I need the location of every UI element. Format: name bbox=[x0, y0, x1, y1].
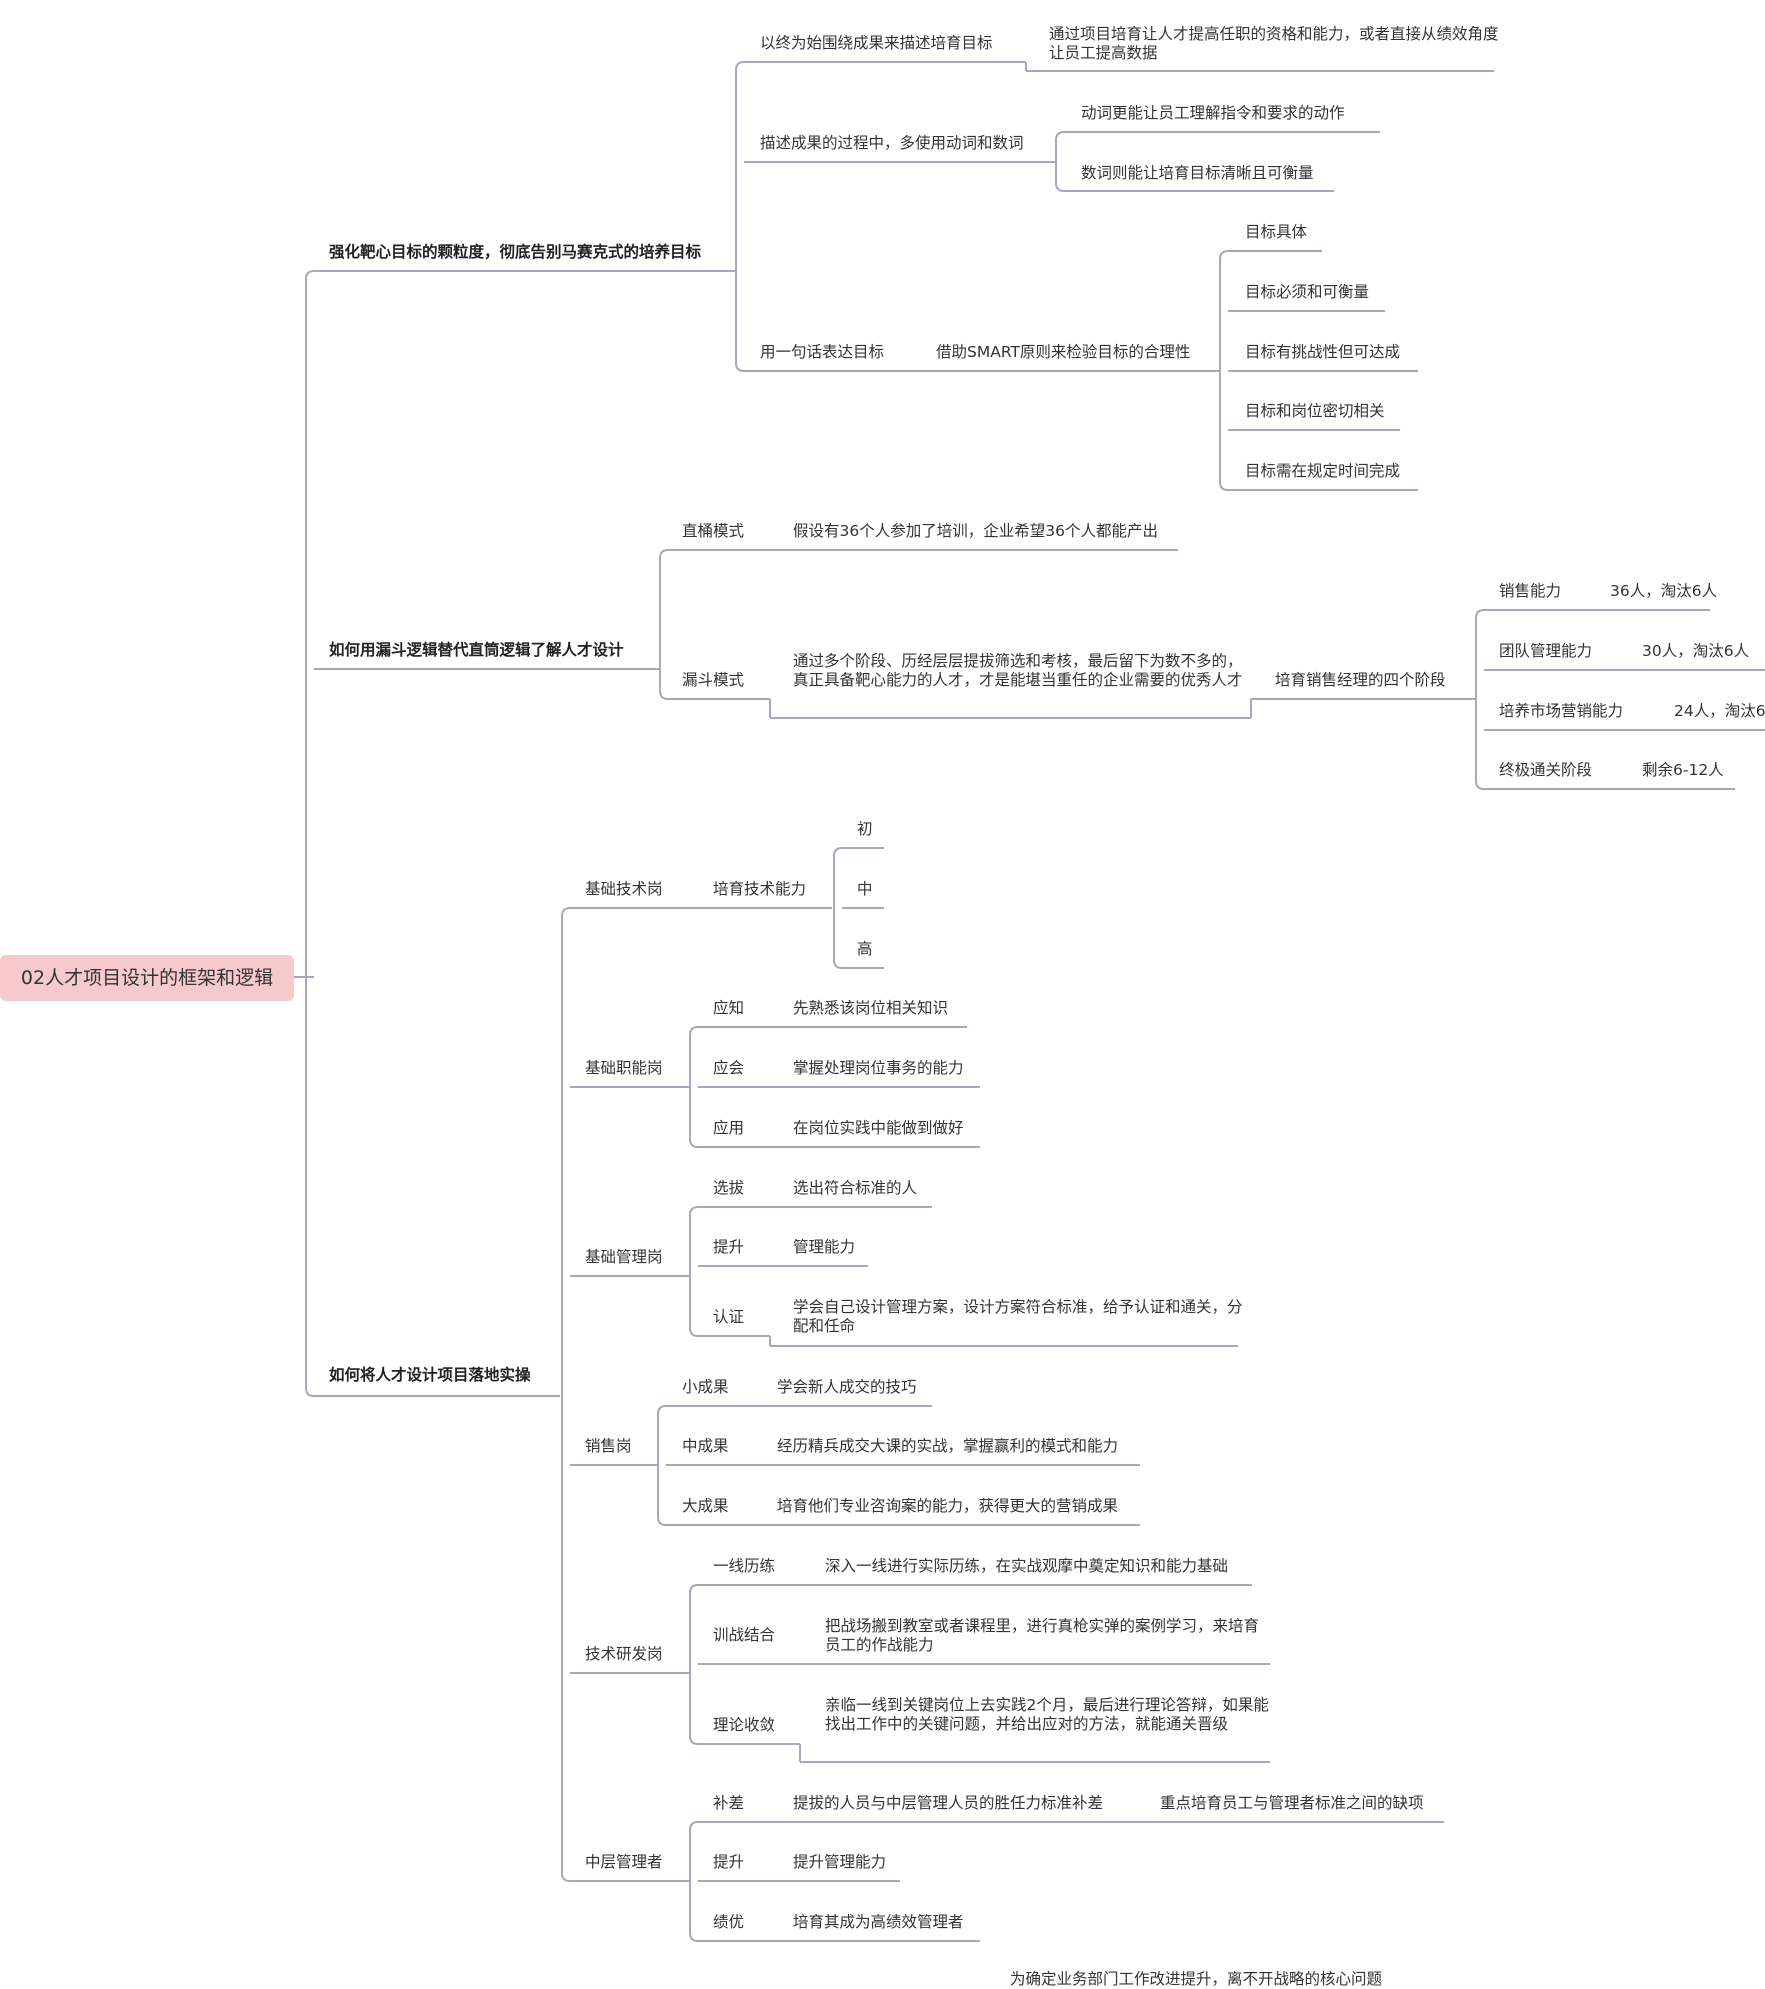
b2-c2-e1[interactable]: 培育销售经理的四个阶段 bbox=[1275, 671, 1446, 689]
b3-c5-d2[interactable]: 训战结合 bbox=[713, 1626, 776, 1644]
b3-c6-e1[interactable]: 提拔的人员与中层管理人员的胜任力标准补差 bbox=[793, 1794, 1104, 1812]
b1-c2[interactable]: 描述成果的过程中，多使用动词和数词 bbox=[760, 134, 1024, 152]
connector-bracket-48 bbox=[689, 1206, 699, 1337]
smart-e5[interactable]: 目标需在规定时间完成 bbox=[1245, 462, 1401, 480]
b3-c5-d1[interactable]: 一线历练 bbox=[713, 1557, 776, 1575]
smart-e1[interactable]: 目标具体 bbox=[1245, 223, 1308, 241]
level-senior[interactable]: 高 bbox=[857, 940, 873, 958]
b3-c4-d1[interactable]: 小成果 bbox=[682, 1378, 729, 1396]
b3-c2-d3[interactable]: 应用 bbox=[713, 1119, 745, 1137]
b3-c3[interactable]: 基础管理岗 bbox=[585, 1248, 663, 1266]
b3-c6-d3[interactable]: 绩优 bbox=[713, 1913, 745, 1931]
b2-c1-d1[interactable]: 假设有36个人参加了培训，企业希望36个人都能产出 bbox=[793, 522, 1158, 540]
b3-c5-e3[interactable]: 亲临一线到关键岗位上去实践2个月，最后进行理论答辩，如果能找出工作中的关键问题，… bbox=[825, 1696, 1269, 1733]
connector-bracket-15 bbox=[1219, 250, 1229, 491]
branch-2-title[interactable]: 如何用漏斗逻辑替代直筒逻辑了解人才设计 bbox=[329, 641, 624, 659]
b3-c3-e3[interactable]: 学会自己设计管理方案，设计方案符合标准，给予认证和通关，分配和任命 bbox=[793, 1298, 1243, 1335]
branch-3-title[interactable]: 如何将人才设计项目落地实操 bbox=[329, 1366, 531, 1384]
b3-c6[interactable]: 中层管理者 bbox=[585, 1853, 663, 1871]
connector-bracket-12 bbox=[1055, 131, 1065, 192]
b3-c4-e3[interactable]: 培育他们专业咨询案的能力，获得更大的营销成果 bbox=[777, 1497, 1119, 1515]
b3-c2-e2[interactable]: 掌握处理岗位事务的能力 bbox=[793, 1059, 964, 1077]
b3-c3-d3[interactable]: 认证 bbox=[713, 1308, 745, 1326]
connector-bracket-58 bbox=[689, 1584, 699, 1745]
b3-c6-f1[interactable]: 重点培育员工与管理者标准之间的缺项 bbox=[1160, 1794, 1424, 1812]
b1-c1[interactable]: 以终为始围绕成果来描述培育目标 bbox=[760, 34, 993, 52]
b3-c2-d1[interactable]: 应知 bbox=[713, 999, 745, 1017]
stage-2[interactable]: 团队管理能力 bbox=[1499, 642, 1593, 660]
smart-e4[interactable]: 目标和岗位密切相关 bbox=[1245, 402, 1385, 420]
root-topic[interactable]: 02人才项目设计的框架和逻辑 bbox=[0, 955, 294, 1001]
connector-bracket-44 bbox=[689, 1026, 699, 1148]
stage-1[interactable]: 销售能力 bbox=[1499, 582, 1562, 600]
b2-c1[interactable]: 直桶模式 bbox=[682, 522, 745, 540]
stage-1-value[interactable]: 36人，淘汰6人 bbox=[1610, 582, 1718, 600]
smart-e2[interactable]: 目标必须和可衡量 bbox=[1245, 283, 1370, 301]
b3-c1[interactable]: 基础技术岗 bbox=[585, 880, 663, 898]
stage-3[interactable]: 培养市场营销能力 bbox=[1499, 702, 1624, 720]
connector-bracket-21 bbox=[659, 549, 669, 700]
branch-1-title[interactable]: 强化靶心目标的颗粒度，彻底告别马赛克式的培养目标 bbox=[329, 243, 702, 261]
stage-4-value[interactable]: 剩余6-12人 bbox=[1642, 761, 1724, 779]
b3-c5-e1[interactable]: 深入一线进行实际历练，在实战观摩中奠定知识和能力基础 bbox=[825, 1557, 1229, 1575]
b3-c6-d2[interactable]: 提升 bbox=[713, 1853, 745, 1871]
level-middle[interactable]: 中 bbox=[857, 880, 873, 898]
b3-c4-e1[interactable]: 学会新人成交的技巧 bbox=[777, 1378, 917, 1396]
b3-c6-e2[interactable]: 提升管理能力 bbox=[793, 1853, 887, 1871]
connector-bracket-65 bbox=[689, 1821, 699, 1942]
b3-c3-d2[interactable]: 提升 bbox=[713, 1238, 745, 1256]
connector-bracket-40 bbox=[833, 847, 843, 969]
cut-off-footer-text: 为确定业务部门工作改进提升，离不开战略的核心问题 bbox=[1010, 1970, 1383, 1988]
b3-c5[interactable]: 技术研发岗 bbox=[585, 1645, 663, 1663]
b3-c2-e1[interactable]: 先熟悉该岗位相关知识 bbox=[793, 999, 949, 1017]
b3-c3-e1[interactable]: 选出符合标准的人 bbox=[793, 1179, 918, 1197]
smart-e3[interactable]: 目标有挑战性但可达成 bbox=[1245, 343, 1401, 361]
connector-bracket-1 bbox=[305, 270, 315, 1397]
stage-4[interactable]: 终极通关阶段 bbox=[1499, 761, 1593, 779]
connector-bracket-54 bbox=[657, 1405, 667, 1526]
b3-c5-d3[interactable]: 理论收敛 bbox=[713, 1716, 776, 1734]
b1-c3[interactable]: 用一句话表达目标 bbox=[760, 343, 885, 361]
b3-c4[interactable]: 销售岗 bbox=[585, 1437, 632, 1455]
connector-bracket-33 bbox=[561, 907, 571, 1882]
b3-c4-d3[interactable]: 大成果 bbox=[682, 1497, 729, 1515]
b1-c2-d1[interactable]: 动词更能让员工理解指令和要求的动作 bbox=[1081, 104, 1345, 122]
stage-2-value[interactable]: 30人，淘汰6人 bbox=[1642, 642, 1750, 660]
b3-c6-d1[interactable]: 补差 bbox=[713, 1794, 745, 1812]
connector-bracket-6 bbox=[735, 61, 745, 372]
b3-c5-e2[interactable]: 把战场搬到教室或者课程里，进行真枪实弹的案例学习，来培育员工的作战能力 bbox=[825, 1617, 1260, 1654]
b3-c2[interactable]: 基础职能岗 bbox=[585, 1059, 663, 1077]
b3-c4-e2[interactable]: 经历精兵成交大课的实战，掌握赢利的模式和能力 bbox=[777, 1437, 1119, 1455]
b1-c1-detail[interactable]: 通过项目培育让人才提高任职的资格和能力，或者直接从绩效角度让员工提高数据 bbox=[1049, 25, 1499, 62]
stage-3-value[interactable]: 24人，淘汰6 bbox=[1674, 702, 1765, 720]
connector-bracket-28 bbox=[1475, 609, 1485, 790]
b3-c6-e3[interactable]: 培育其成为高绩效管理者 bbox=[793, 1913, 964, 1931]
b3-c2-d2[interactable]: 应会 bbox=[713, 1059, 745, 1077]
b3-c1-d1[interactable]: 培育技术能力 bbox=[713, 880, 807, 898]
b2-c2-d1[interactable]: 通过多个阶段、历经层层提拔筛选和考核，最后留下为数不多的，真正具备靶心能力的人才… bbox=[793, 652, 1243, 689]
level-junior[interactable]: 初 bbox=[857, 820, 873, 838]
b3-c3-e2[interactable]: 管理能力 bbox=[793, 1238, 856, 1256]
b3-c2-e3[interactable]: 在岗位实践中能做到做好 bbox=[793, 1119, 964, 1137]
b3-c4-d2[interactable]: 中成果 bbox=[682, 1437, 729, 1455]
b3-c3-d1[interactable]: 选拔 bbox=[713, 1179, 745, 1197]
b1-c3-d1[interactable]: 借助SMART原则来检验目标的合理性 bbox=[936, 343, 1191, 361]
b1-c2-d2[interactable]: 数词则能让培育目标清晰且可衡量 bbox=[1081, 164, 1314, 182]
b2-c2[interactable]: 漏斗模式 bbox=[682, 671, 745, 689]
